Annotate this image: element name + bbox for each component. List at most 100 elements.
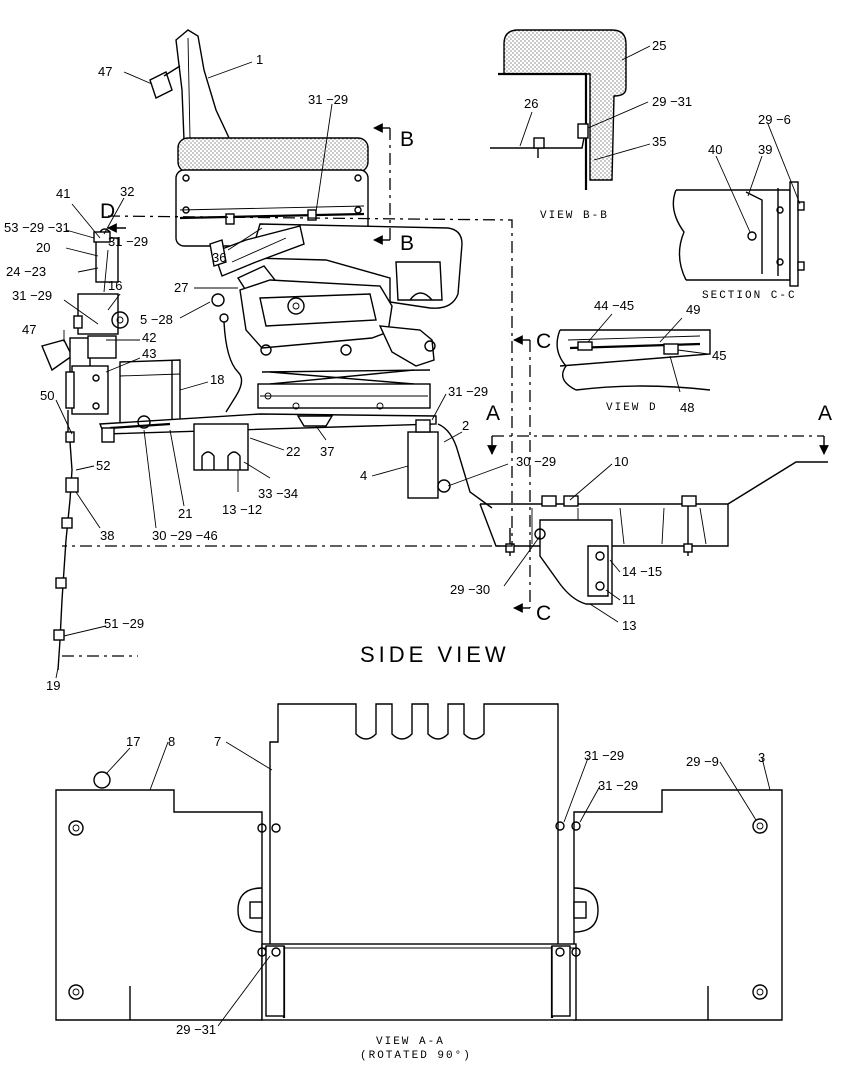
callout-label: 51 −29 bbox=[104, 616, 144, 631]
callout-label: 5 −28 bbox=[140, 312, 173, 327]
section-cc-title: SECTION C-C bbox=[702, 290, 797, 302]
cut-line-cc bbox=[513, 335, 531, 613]
section-letter-b-top: B bbox=[400, 128, 417, 151]
view-d-group bbox=[556, 329, 711, 391]
section-letter-b-bottom: B bbox=[400, 232, 417, 255]
ballast-block bbox=[193, 415, 334, 471]
callout-label: 33 −34 bbox=[258, 486, 298, 501]
right-plate bbox=[573, 789, 783, 1021]
section-letter-a-right: A bbox=[818, 402, 835, 425]
seat-cushion bbox=[177, 137, 369, 173]
section-letter-a-left: A bbox=[486, 402, 503, 425]
cut-line-aa bbox=[487, 435, 829, 455]
seat-back bbox=[175, 29, 232, 141]
callout-label: 8 bbox=[168, 734, 175, 749]
callout-label: 41 bbox=[56, 186, 70, 201]
callout-label: 11 bbox=[622, 592, 636, 607]
callout-label: 29 −9 bbox=[686, 754, 719, 769]
callout-label: 40 bbox=[708, 142, 722, 157]
callout-label: 53 −29 −31 bbox=[4, 220, 70, 235]
callout-label: 4 bbox=[360, 468, 367, 483]
callout-label: 42 bbox=[142, 330, 156, 345]
section-letter-c-bottom: C bbox=[536, 602, 554, 625]
callout-label: 29 −30 bbox=[450, 582, 490, 597]
wire-harness bbox=[211, 293, 243, 413]
suspension-linkage bbox=[239, 279, 436, 385]
callout-label: 31 −29 bbox=[598, 778, 638, 793]
section-letter-c-top: C bbox=[536, 330, 554, 353]
hinge-bracket bbox=[534, 519, 613, 605]
callout-label: 16 bbox=[108, 278, 122, 293]
riser-mount bbox=[407, 419, 493, 509]
cut-line-bb bbox=[373, 123, 391, 245]
callout-label: 14 −15 bbox=[622, 564, 662, 579]
side-view-group bbox=[41, 29, 829, 671]
callout-label: 29 −6 bbox=[758, 112, 791, 127]
callout-label: 1 bbox=[256, 52, 263, 67]
bottom-cross-member bbox=[261, 943, 577, 1021]
callout-label: 31 −29 bbox=[584, 748, 624, 763]
callout-label: 43 bbox=[142, 346, 156, 361]
callout-label: 31 −29 bbox=[448, 384, 488, 399]
callout-label: 10 bbox=[614, 454, 628, 469]
callout-label: 36 bbox=[212, 250, 226, 265]
callout-label: 17 bbox=[126, 734, 140, 749]
callout-label: 25 bbox=[652, 38, 666, 53]
section-letter-d: D bbox=[100, 200, 118, 223]
callout-label: 29 −31 bbox=[176, 1022, 216, 1037]
view-bb-group bbox=[490, 29, 627, 190]
callout-label: 52 bbox=[96, 458, 110, 473]
callout-label: 29 −31 bbox=[652, 94, 692, 109]
callout-label: 24 −23 bbox=[6, 264, 46, 279]
callout-label: 30 −29 bbox=[516, 454, 556, 469]
callout-label: 22 bbox=[286, 444, 300, 459]
callout-label: 31 −29 bbox=[308, 92, 348, 107]
callout-label: 47 bbox=[22, 322, 36, 337]
left-console bbox=[41, 228, 129, 443]
callout-label: 50 bbox=[40, 388, 54, 403]
callout-labels: 1 47 31 −29 25 26 29 −31 35 29 −6 40 39 … bbox=[4, 38, 791, 1037]
leader-lines bbox=[55, 45, 801, 1027]
callout-label: 2 bbox=[462, 418, 469, 433]
callout-label: 48 bbox=[680, 400, 694, 415]
plug-17 bbox=[93, 771, 111, 789]
callout-label: 21 bbox=[178, 506, 192, 521]
callout-label: 13 bbox=[622, 618, 636, 633]
view-aa-subtitle: (ROTATED 90°) bbox=[360, 1050, 472, 1062]
callout-label: 7 bbox=[214, 734, 221, 749]
callout-label: 26 bbox=[524, 96, 538, 111]
section-cc-group bbox=[672, 181, 805, 287]
callout-label: 30 −29 −46 bbox=[152, 528, 218, 543]
callout-label: 20 bbox=[36, 240, 50, 255]
callout-label: 44 −45 bbox=[594, 298, 634, 313]
callout-label: 27 bbox=[174, 280, 188, 295]
callout-label: 49 bbox=[686, 302, 700, 317]
left-plate bbox=[55, 789, 263, 1021]
left-wire-run bbox=[53, 441, 79, 671]
adjust-knob-top bbox=[149, 65, 181, 99]
callout-label: 13 −12 bbox=[222, 502, 262, 517]
callout-label: 31 −29 bbox=[12, 288, 52, 303]
callout-label: 47 bbox=[98, 64, 112, 79]
callout-label: 31 −29 bbox=[108, 234, 148, 249]
callout-label: 38 bbox=[100, 528, 114, 543]
side-view-title: SIDE VIEW bbox=[360, 642, 510, 667]
callout-label: 3 bbox=[758, 750, 765, 765]
callout-label: 19 bbox=[46, 678, 60, 693]
view-aa-group bbox=[55, 703, 783, 1021]
callout-label: 32 bbox=[120, 184, 134, 199]
bracket-box bbox=[98, 359, 437, 443]
section-outline bbox=[62, 215, 513, 547]
view-bb-title: VIEW B-B bbox=[540, 210, 609, 222]
callout-label: 35 bbox=[652, 134, 666, 149]
suspension-base bbox=[257, 383, 431, 410]
platform-floor bbox=[479, 461, 828, 556]
callout-label: 37 bbox=[320, 444, 334, 459]
view-aa-title: VIEW A-A bbox=[376, 1036, 445, 1048]
center-frame bbox=[269, 703, 559, 947]
callout-label: 18 bbox=[210, 372, 224, 387]
callout-label: 45 bbox=[712, 348, 726, 363]
view-d-title: VIEW D bbox=[606, 402, 658, 414]
